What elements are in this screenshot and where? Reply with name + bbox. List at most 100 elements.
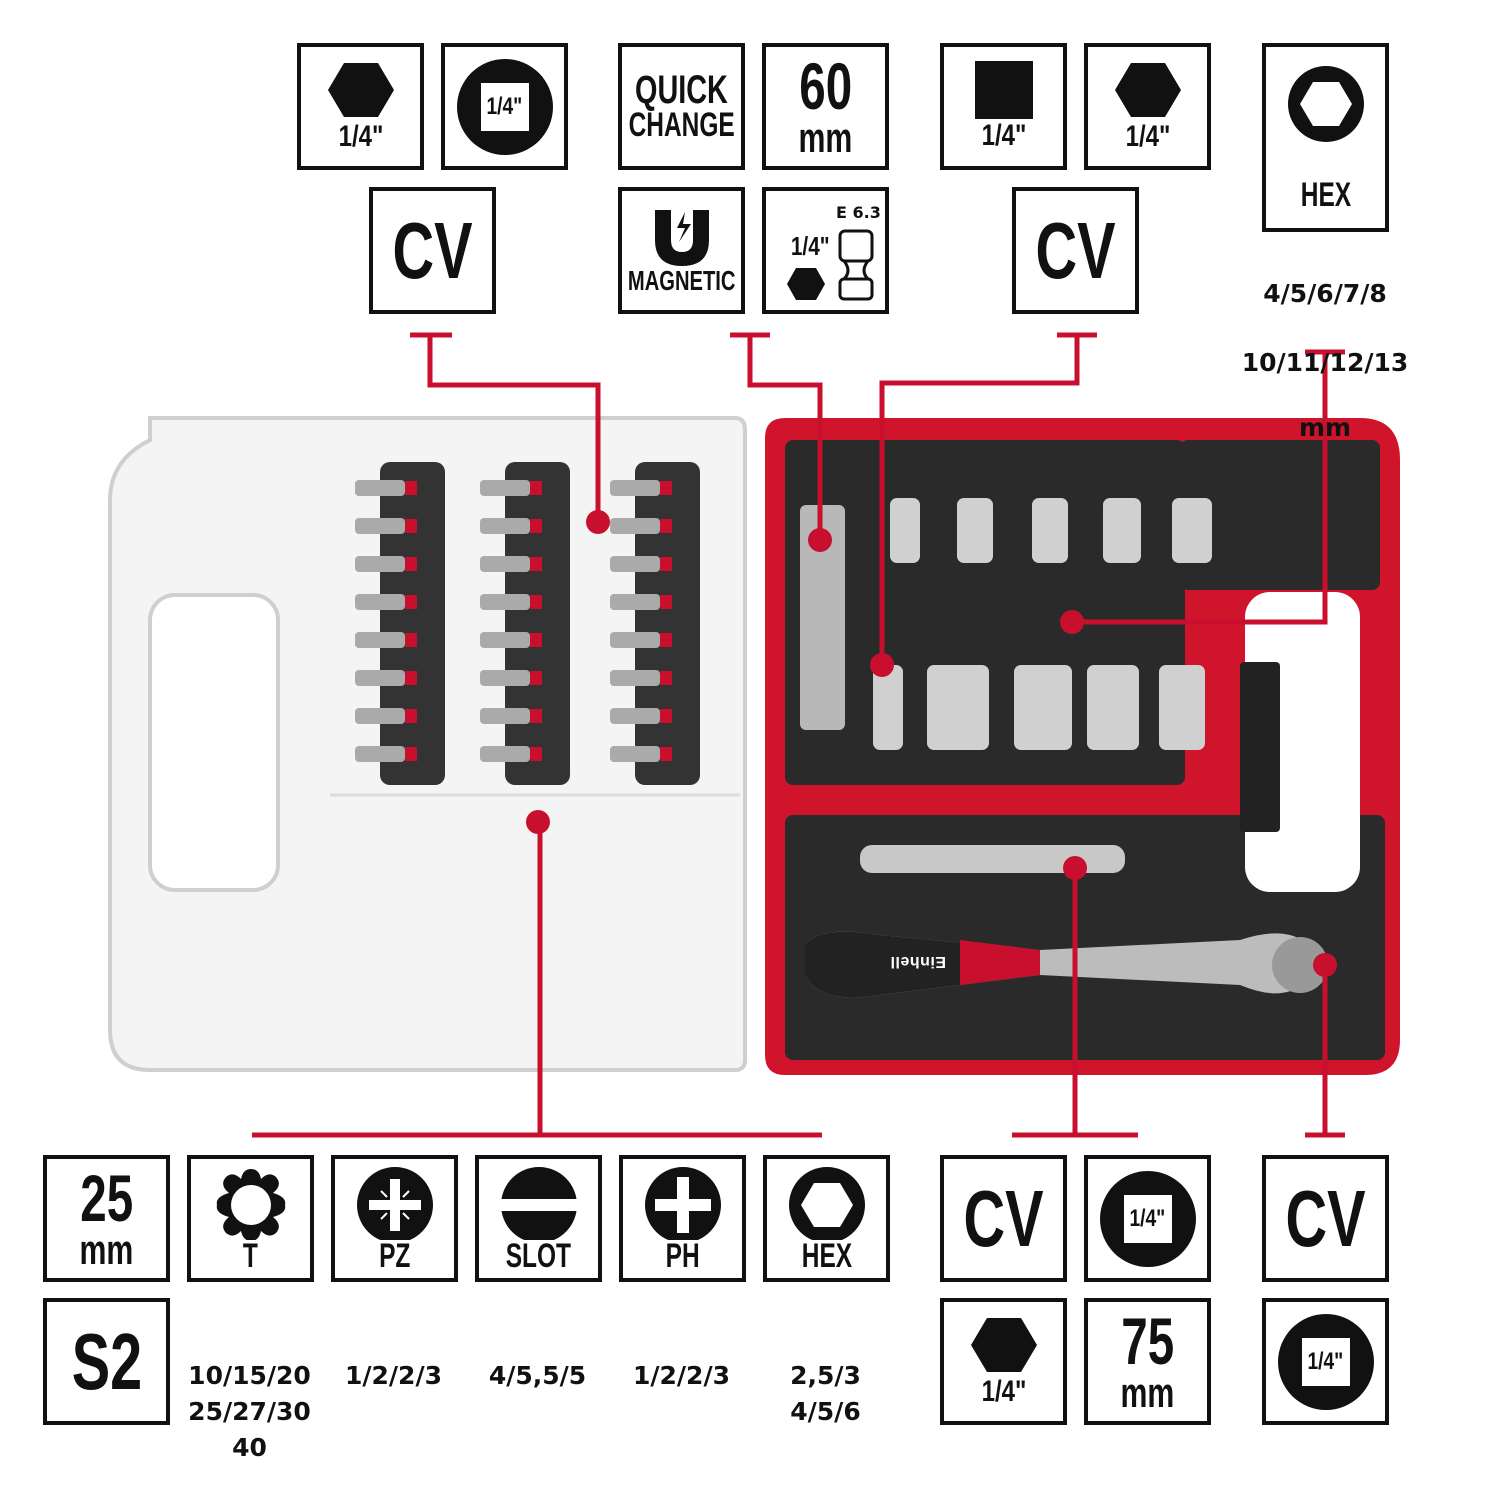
bit-sizes: 1/2/2/3 (345, 1361, 442, 1390)
screwdriver-bit (610, 632, 660, 648)
material-label: CV (963, 1173, 1044, 1263)
steel-label: S2 (71, 1316, 142, 1406)
bit-ring (660, 557, 672, 571)
bit-ring (530, 557, 542, 571)
bit-ring (405, 747, 417, 761)
socket (873, 665, 903, 750)
shank-standard-box: E 6.3 1/4" (762, 187, 889, 314)
socket (1087, 665, 1139, 750)
extension-material-box: CV (940, 1155, 1067, 1282)
change-label: CHANGE (628, 106, 735, 145)
bit-profile-icon (838, 229, 874, 301)
ratchet-brand-logo: Einhell (890, 953, 946, 970)
bit-ring (530, 747, 542, 761)
bit-ring (660, 595, 672, 609)
bit-type-box: PZ (331, 1155, 458, 1282)
square-drive-circle-icon: 1/4" (1277, 1313, 1374, 1410)
bit-type-label: T (243, 1236, 258, 1275)
standard-label: E 6.3 (836, 203, 881, 222)
bit-ring (660, 481, 672, 495)
hex-socket-icon (1287, 66, 1364, 143)
magnet-icon (654, 210, 709, 267)
size-label: 1/4" (981, 1374, 1026, 1408)
bit-ring (405, 709, 417, 723)
bit-type-box: SLOT (475, 1155, 602, 1282)
bit-ring (405, 481, 417, 495)
length-value: 75 (1121, 1304, 1174, 1379)
bit-type-box: HEX (763, 1155, 890, 1282)
bit-type-box: T (187, 1155, 314, 1282)
bit-ring (660, 709, 672, 723)
torx-icon (216, 1169, 285, 1240)
size-label: 1/4" (1129, 1204, 1166, 1232)
socket-square-drive-box: 1/4" (940, 43, 1067, 170)
screwdriver-bit (355, 594, 405, 610)
size-label: 1/4" (1307, 1347, 1344, 1375)
bit-type-box: PH (619, 1155, 746, 1282)
bit-ring (530, 671, 542, 685)
bit-ring (405, 671, 417, 685)
extension-length-box: 75 mm (1084, 1298, 1211, 1425)
bit-ring (530, 481, 542, 495)
hexagon-icon (970, 1317, 1037, 1372)
bit-material-box: CV (369, 187, 496, 314)
magnetic-label: MAGNETIC (627, 265, 736, 297)
screwdriver-bit (480, 518, 530, 534)
length-value: 25 (80, 1161, 133, 1236)
screwdriver-bit (480, 594, 530, 610)
size-label: 1/4" (338, 119, 383, 153)
bit-sizes: 2,5/3 4/5/6 (790, 1361, 861, 1426)
screwdriver-bit (480, 556, 530, 572)
socket-sizes: 4/5/6/7/8 10/11/12/13 mm (1225, 240, 1425, 478)
ratchet-tray (785, 815, 1385, 1060)
sizes-unit: mm (1298, 413, 1352, 442)
bit-ring (530, 519, 542, 533)
hex-socket-icon (788, 1167, 865, 1240)
screwdriver-bit (610, 670, 660, 686)
bit-ring (405, 557, 417, 571)
callout-dots (526, 510, 1337, 977)
quick-change-box: QUICK CHANGE (618, 43, 745, 170)
screwdriver-bit (355, 632, 405, 648)
slotted-icon (500, 1167, 577, 1240)
square-icon (974, 60, 1033, 119)
bit-sizes: 4/5,5/5 (488, 1361, 587, 1390)
steel-box: S2 (43, 1298, 170, 1425)
screwdriver-bit (480, 746, 530, 762)
holder-length-box: 60 mm (762, 43, 889, 170)
socket (1103, 498, 1141, 563)
bit-ring (660, 671, 672, 685)
size-label: 1/4" (1125, 119, 1170, 153)
bit-holder (505, 462, 570, 785)
screwdriver-bit (480, 670, 530, 686)
hexagon-icon (1114, 62, 1181, 117)
socket (890, 498, 920, 563)
socket (1172, 498, 1212, 563)
length-value: 60 (799, 49, 852, 124)
bit-sizes: 1/2/2/3 (633, 1361, 730, 1390)
hexagon-icon (327, 62, 394, 117)
quick-label: QUICK (635, 68, 728, 113)
bit-drive-box: 1/4" (441, 43, 568, 170)
bit-type-label: HEX (801, 1236, 852, 1275)
screwdriver-bit (355, 518, 405, 534)
bit-holder-adapter (800, 505, 845, 730)
hex-shank-icon (787, 268, 825, 300)
bit-ring (530, 709, 542, 723)
ratchet-drive-box: 1/4" (1262, 1298, 1389, 1425)
square-drive-circle-icon: 1/4" (1099, 1170, 1196, 1267)
pozidriv-icon (356, 1167, 433, 1240)
sizes-line: 4/5/6/7/8 (1263, 279, 1387, 308)
callout-lines (252, 332, 1345, 1138)
screwdriver-bit (355, 708, 405, 724)
bit-ring (660, 747, 672, 761)
bit-ring (405, 519, 417, 533)
handle-cutout (148, 593, 280, 892)
socket (927, 665, 989, 750)
screwdriver-bit (610, 594, 660, 610)
screwdriver-bit (610, 556, 660, 572)
socket (957, 498, 993, 563)
screwdriver-bit (355, 670, 405, 686)
phillips-icon (644, 1167, 721, 1240)
